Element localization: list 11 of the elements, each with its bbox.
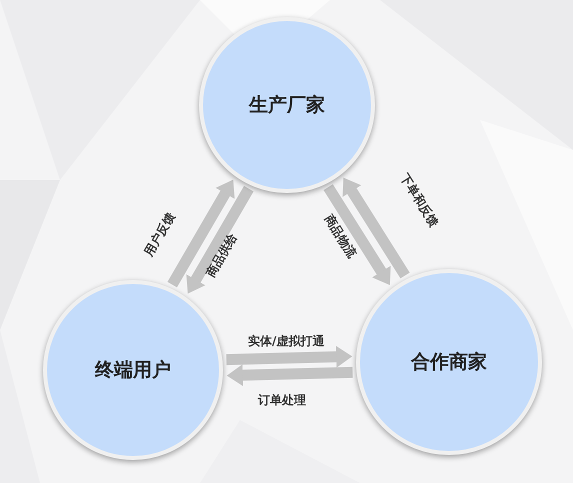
edge-label: 用户反馈 bbox=[140, 208, 179, 260]
edge-label: 订单处理 bbox=[258, 392, 306, 408]
arrow bbox=[226, 346, 352, 368]
edge-label: 商品供给 bbox=[202, 230, 241, 280]
edge-label: 下单和反馈 bbox=[396, 170, 442, 230]
arrow bbox=[226, 364, 353, 386]
node-label: 生产厂家 bbox=[249, 93, 325, 118]
node-label: 合作商家 bbox=[411, 350, 487, 375]
edge-label: 实体/虚拟打通 bbox=[248, 332, 324, 350]
node-label: 终端用户 bbox=[95, 358, 171, 383]
edge-label: 商品物流 bbox=[320, 211, 360, 261]
